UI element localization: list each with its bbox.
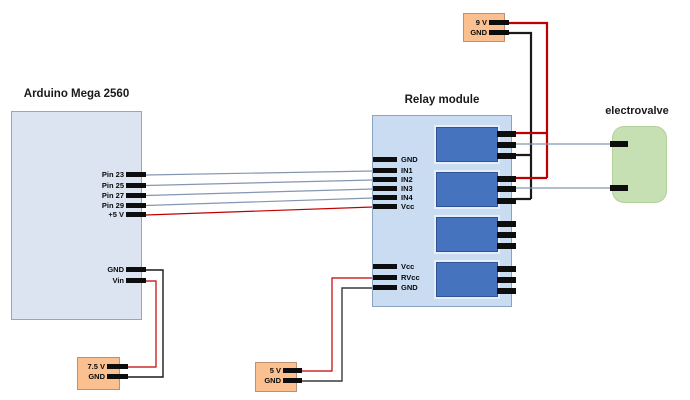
arduino-pin-25 bbox=[126, 183, 146, 188]
electrovalve-body bbox=[612, 126, 667, 203]
relay-pin-in1 bbox=[373, 168, 397, 173]
arduino-pin-label: Pin 23 bbox=[101, 170, 124, 179]
relay-pin-in3 bbox=[373, 186, 397, 191]
relay-2-output-pin bbox=[497, 176, 516, 182]
relay-2 bbox=[436, 172, 516, 207]
supply-pin-label: GND bbox=[470, 28, 487, 37]
arduino-pin-27 bbox=[126, 193, 146, 198]
relay-pin-rvcc bbox=[373, 275, 397, 280]
arduino-pin-label: GND bbox=[107, 265, 124, 274]
supply-5v-pin-gnd bbox=[283, 378, 302, 383]
supply-pin-label: 9 V bbox=[475, 18, 487, 27]
arduino-pin-5v bbox=[126, 212, 146, 217]
relay-pin-label: RVcc bbox=[401, 273, 420, 282]
arduino-pin-23 bbox=[126, 172, 146, 177]
relay-pin-label: GND bbox=[401, 283, 418, 292]
relay-pin-gnd2 bbox=[373, 285, 397, 290]
wire-pin23-in1 bbox=[145, 170, 374, 176]
arduino-pin-label: Pin 27 bbox=[101, 191, 124, 200]
relay-pin-label: IN4 bbox=[401, 193, 413, 202]
supply-pin-label: 7.5 V bbox=[87, 362, 105, 371]
relay-3-output-pin bbox=[497, 243, 516, 249]
arduino-pin-label: Pin 25 bbox=[101, 181, 124, 190]
relay-pin-in4 bbox=[373, 195, 397, 200]
relay-pin-label: IN3 bbox=[401, 184, 413, 193]
relay-3-output-pin bbox=[497, 221, 516, 227]
relay-pin-label: GND bbox=[401, 155, 418, 164]
relay-pin-vcc2 bbox=[373, 264, 397, 269]
relay-1 bbox=[436, 127, 516, 162]
arduino-pin-vin bbox=[126, 278, 146, 283]
relay-3-output-pin bbox=[497, 232, 516, 238]
wire-5v-vcc bbox=[145, 206, 374, 216]
electrovalve-pin-top bbox=[610, 141, 628, 147]
supply-9v-pin-positive bbox=[489, 20, 509, 25]
electrovalve-title: electrovalve bbox=[605, 105, 669, 117]
relay-1-output-pin bbox=[497, 153, 516, 159]
supply-pin-label: GND bbox=[88, 372, 105, 381]
wire-pin25-in2 bbox=[145, 179, 374, 187]
electrovalve-pin-bottom bbox=[610, 185, 628, 191]
arduino-board bbox=[11, 111, 142, 320]
wire-pin27-in3 bbox=[145, 188, 374, 197]
supply-9v-pin-gnd bbox=[489, 30, 509, 35]
arduino-pin-29 bbox=[126, 203, 146, 208]
supply-7v5-pin-positive bbox=[107, 364, 128, 369]
supply-pin-label: GND bbox=[264, 376, 281, 385]
relay-pin-in2 bbox=[373, 177, 397, 182]
wire-5vsupply-rvcc bbox=[301, 277, 373, 372]
supply-9v bbox=[463, 13, 505, 42]
wire-5vsupply-gnd bbox=[301, 287, 373, 382]
relay-4-output-pin bbox=[497, 288, 516, 294]
relay-module-title: Relay module bbox=[404, 94, 480, 106]
supply-5v-pin-positive bbox=[283, 368, 302, 373]
relay-pin-gnd bbox=[373, 157, 397, 162]
arduino-title: Arduino Mega 2560 bbox=[23, 88, 130, 100]
relay-3 bbox=[436, 217, 516, 252]
relay-2-output-pin bbox=[497, 186, 516, 192]
arduino-pin-label: Vin bbox=[112, 276, 124, 285]
relay-pin-vcc bbox=[373, 204, 397, 209]
arduino-pin-gnd bbox=[126, 267, 146, 272]
relay-4 bbox=[436, 262, 516, 297]
arduino-pin-label: +5 V bbox=[108, 210, 124, 219]
relay-pin-label: IN1 bbox=[401, 166, 413, 175]
relay-4-output-pin bbox=[497, 277, 516, 283]
relay-pin-label: Vcc bbox=[401, 202, 415, 211]
relay-2-output-pin bbox=[497, 198, 516, 204]
relay-1-output-pin bbox=[497, 131, 516, 137]
relay-pin-label: IN2 bbox=[401, 175, 413, 184]
arduino-pin-label: Pin 29 bbox=[101, 201, 124, 210]
supply-pin-label: 5 V bbox=[269, 366, 281, 375]
wire-pin29-in4 bbox=[145, 197, 374, 207]
relay-1-output-pin bbox=[497, 142, 516, 148]
supply-7v5 bbox=[77, 357, 120, 390]
supply-5v bbox=[255, 362, 297, 392]
relay-4-output-pin bbox=[497, 266, 516, 272]
relay-pin-label: Vcc bbox=[401, 262, 415, 271]
supply-7v5-pin-gnd bbox=[107, 374, 128, 379]
